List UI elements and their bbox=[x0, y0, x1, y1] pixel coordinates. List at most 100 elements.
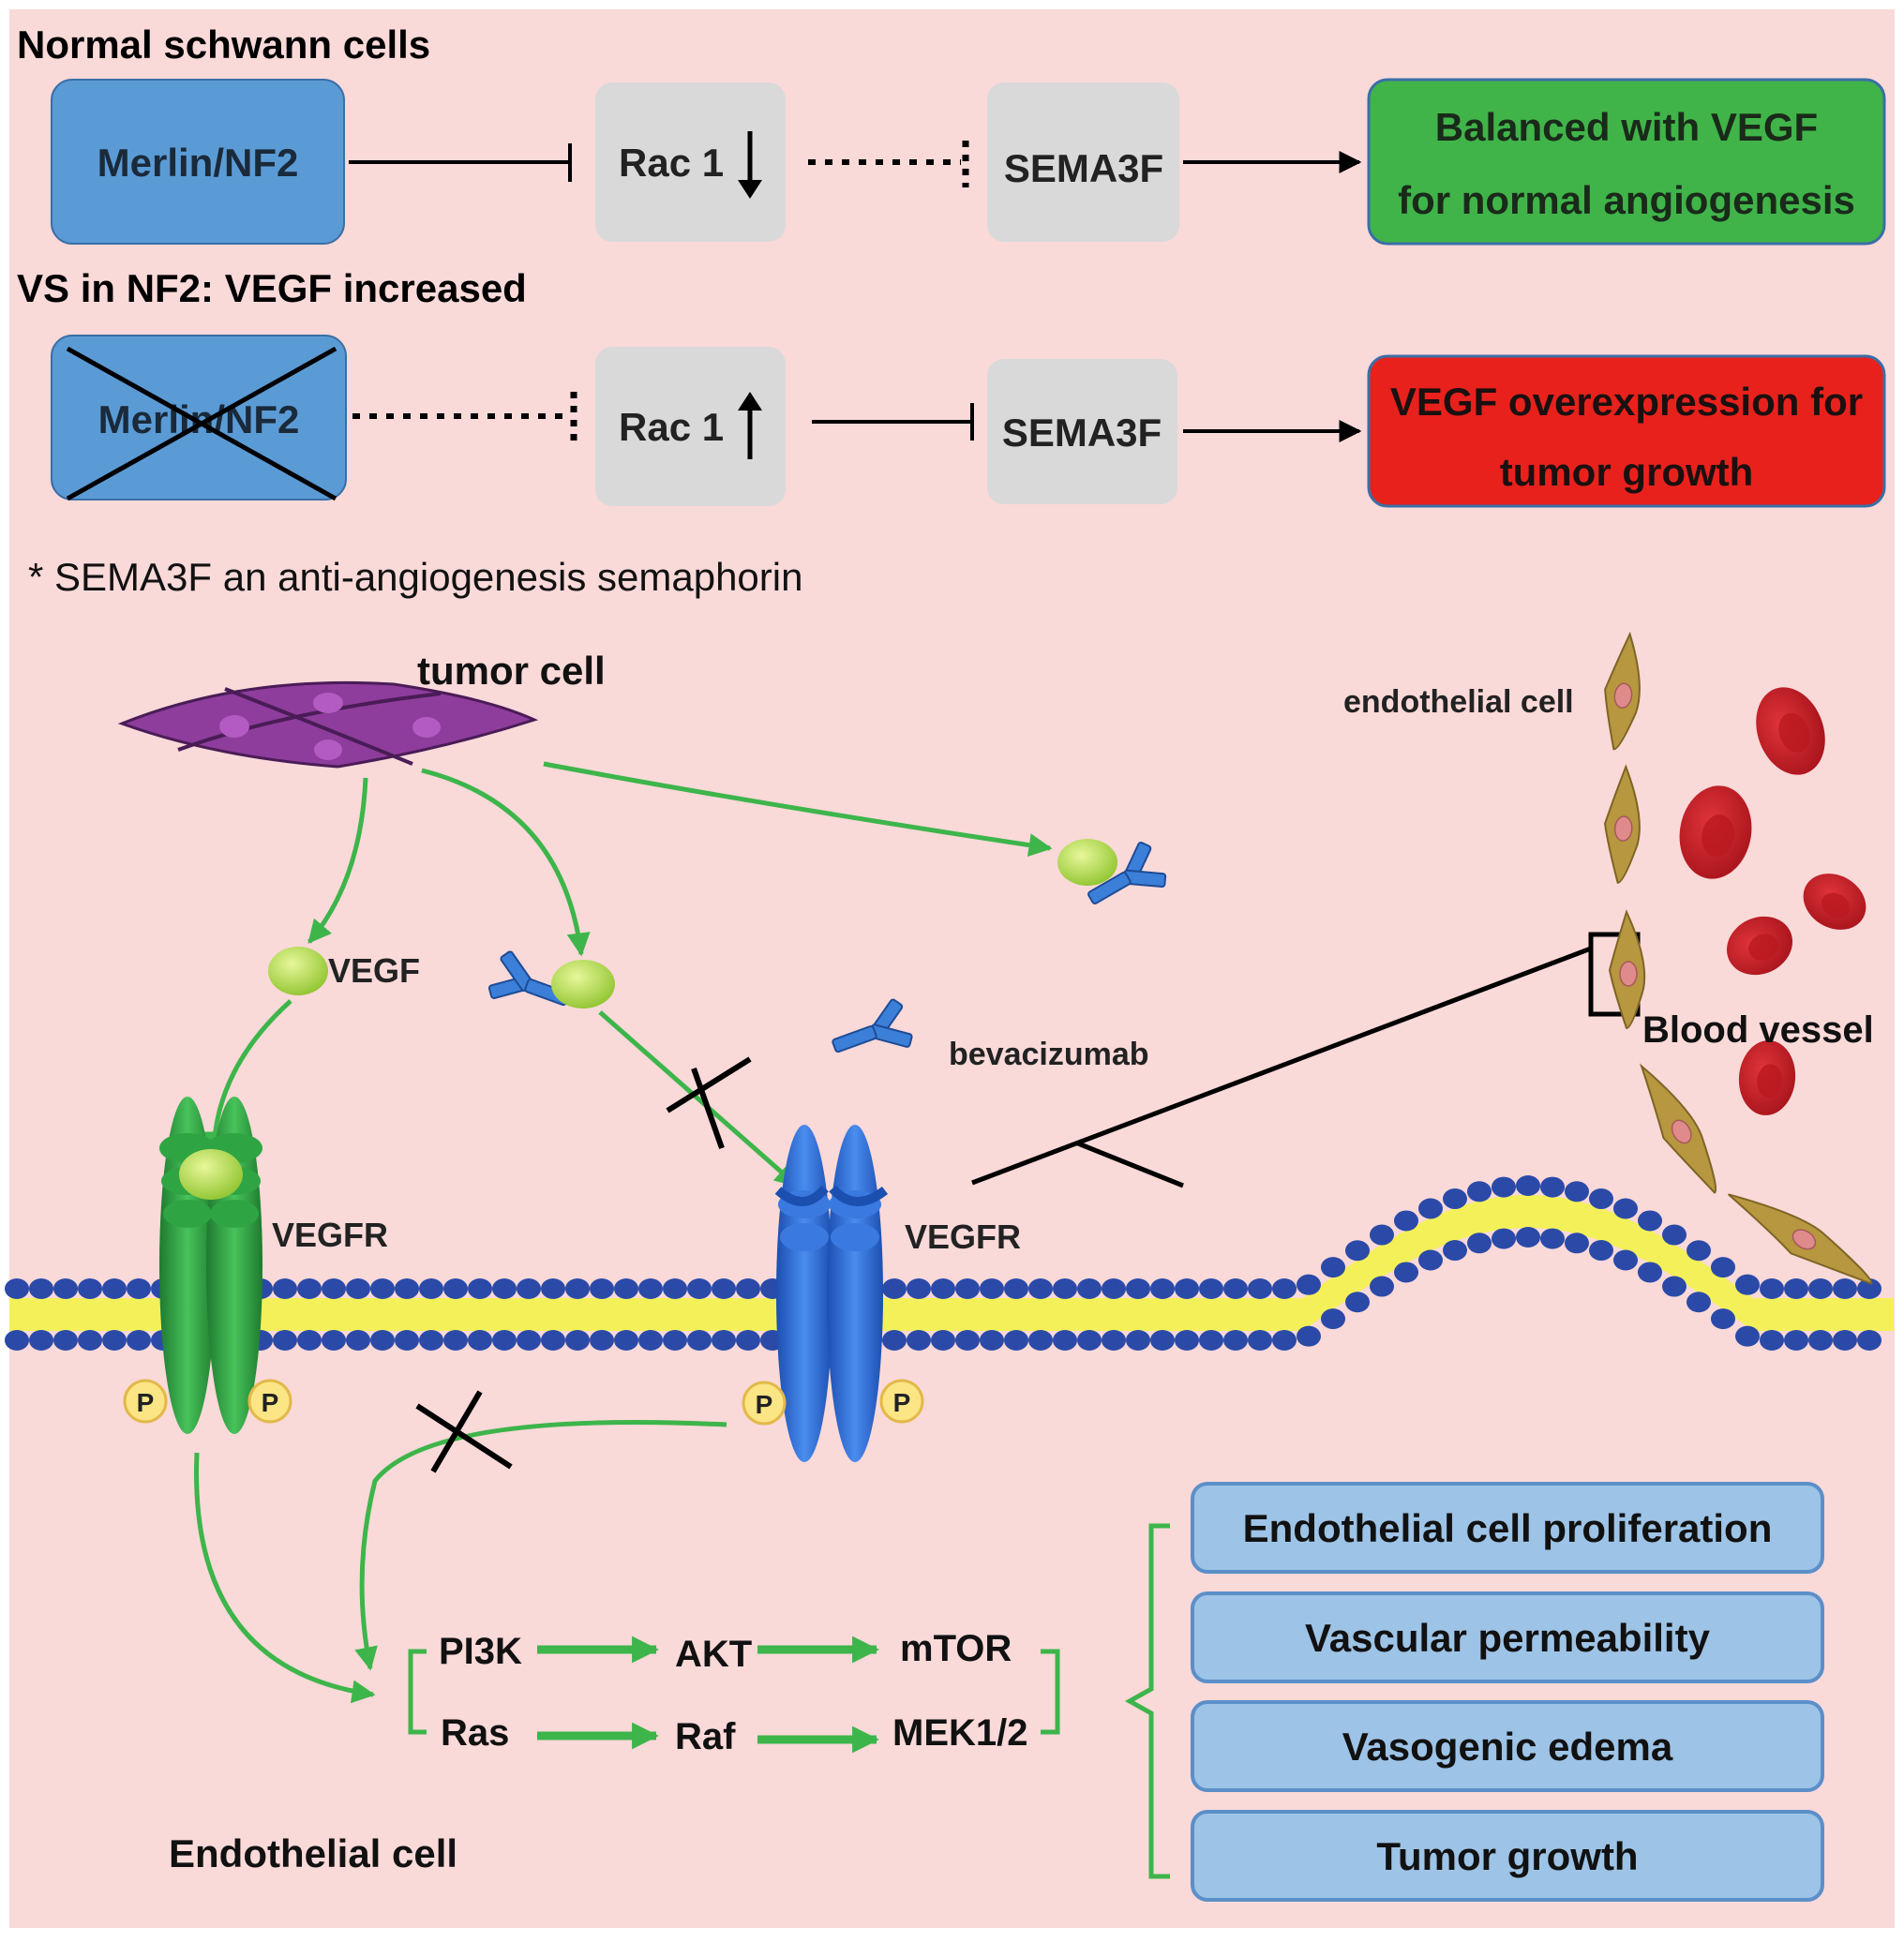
lipid-head bbox=[1004, 1278, 1028, 1299]
outcome-label: Vascular permeability bbox=[1305, 1616, 1711, 1660]
lipid-head bbox=[1004, 1330, 1028, 1351]
lipid-head bbox=[419, 1278, 443, 1299]
lipid-head bbox=[1760, 1330, 1784, 1351]
lipid-head bbox=[712, 1330, 736, 1351]
lipid-head bbox=[1345, 1292, 1370, 1313]
merlin-box-lost bbox=[51, 335, 347, 500]
lipid-head bbox=[443, 1330, 468, 1351]
svg-text:P: P bbox=[262, 1388, 279, 1417]
lipid-head bbox=[1467, 1181, 1492, 1203]
lipid-head bbox=[541, 1278, 565, 1299]
lipid-head bbox=[1711, 1257, 1735, 1278]
cell-membrane bbox=[5, 1175, 1894, 1351]
lipid-head bbox=[1077, 1278, 1102, 1299]
lipid-head bbox=[1589, 1188, 1613, 1210]
lipid-head bbox=[102, 1330, 127, 1351]
lipid-head bbox=[1199, 1330, 1223, 1351]
lipid-head bbox=[1540, 1228, 1565, 1249]
lipid-head bbox=[1418, 1249, 1443, 1271]
lipid-head bbox=[1589, 1240, 1613, 1262]
lipid-head bbox=[1272, 1278, 1297, 1299]
lipid-head bbox=[297, 1330, 322, 1351]
lipid-head bbox=[590, 1278, 614, 1299]
lipid-head bbox=[1272, 1330, 1297, 1351]
vegf-bound-receptor bbox=[179, 1149, 243, 1200]
lipid-head bbox=[1784, 1278, 1808, 1299]
lipid-head bbox=[882, 1278, 907, 1299]
tumor-cell bbox=[117, 680, 539, 769]
lipid-head bbox=[541, 1330, 565, 1351]
raf-label: Raf bbox=[675, 1716, 736, 1757]
lipid-head bbox=[29, 1330, 53, 1351]
pathway-bracket-right bbox=[1041, 1649, 1060, 1735]
lipid-head bbox=[882, 1330, 907, 1351]
lipid-head bbox=[1857, 1330, 1882, 1351]
lipid-head bbox=[1028, 1278, 1053, 1299]
arrow-green-receptor-pathway bbox=[194, 1452, 376, 1704]
lipid-head bbox=[1370, 1224, 1394, 1246]
red-blood-cell bbox=[1756, 687, 1825, 775]
sema3f-label-up: SEMA3F bbox=[1002, 411, 1162, 455]
arrow-blue-receptor-pathway-blocked bbox=[354, 1420, 727, 1671]
lipid-head bbox=[517, 1330, 541, 1351]
vegf-bound-middle bbox=[551, 960, 615, 1008]
merlin-cross-2 bbox=[66, 346, 337, 501]
lipid-head bbox=[1126, 1330, 1150, 1351]
lipid-head bbox=[5, 1278, 29, 1299]
mtor-label: mTOR bbox=[900, 1628, 1012, 1669]
lipid-head bbox=[1516, 1175, 1540, 1196]
lipid-head bbox=[1735, 1274, 1760, 1295]
outcome-box bbox=[1191, 1482, 1824, 1574]
endothelial-cell bbox=[1604, 631, 1641, 751]
lipid-head bbox=[565, 1330, 590, 1351]
lipid-head bbox=[29, 1278, 53, 1299]
lipid-head bbox=[273, 1278, 297, 1299]
lipid-head bbox=[955, 1278, 980, 1299]
vegf-label: VEGF bbox=[328, 951, 420, 990]
lipid-head bbox=[322, 1330, 346, 1351]
normal-schwann-title: Normal schwann cells bbox=[17, 22, 430, 67]
lipid-head bbox=[1857, 1278, 1882, 1299]
arrow-tumor-free-complex bbox=[543, 761, 1053, 858]
svg-text:P: P bbox=[756, 1390, 773, 1419]
lipid-head bbox=[443, 1278, 468, 1299]
lipid-head bbox=[1248, 1278, 1272, 1299]
lipid-head bbox=[1638, 1210, 1662, 1232]
vs-outcome-line2: tumor growth bbox=[1500, 450, 1754, 494]
lipid-head bbox=[1687, 1292, 1711, 1313]
lipid-head bbox=[1467, 1232, 1492, 1254]
phospho-blue-left: P bbox=[742, 1381, 787, 1426]
lipid-head bbox=[53, 1330, 78, 1351]
lipid-head bbox=[1297, 1325, 1321, 1347]
red-blood-cell bbox=[1726, 916, 1793, 976]
lipid-head bbox=[102, 1278, 127, 1299]
lipid-head bbox=[1492, 1176, 1516, 1198]
lipid-head bbox=[1760, 1278, 1784, 1299]
lipid-head bbox=[687, 1278, 712, 1299]
red-blood-cell bbox=[1679, 785, 1752, 879]
lipid-head bbox=[370, 1330, 395, 1351]
lipid-head bbox=[322, 1278, 346, 1299]
lipid-head bbox=[1662, 1276, 1687, 1297]
pi3k-label: PI3K bbox=[439, 1631, 522, 1672]
outcome-label: Vasogenic edema bbox=[1342, 1725, 1673, 1769]
lipid-head bbox=[1565, 1181, 1589, 1203]
mek-label: MEK1/2 bbox=[892, 1712, 1028, 1754]
outcome-box bbox=[1191, 1700, 1824, 1792]
lipid-head bbox=[1443, 1240, 1467, 1262]
phospho-green-right: P bbox=[247, 1379, 292, 1424]
lipid-head bbox=[127, 1330, 151, 1351]
lipid-head bbox=[1053, 1278, 1077, 1299]
vs-nf2-title: VS in NF2: VEGF increased bbox=[17, 266, 527, 310]
lipid-head bbox=[468, 1330, 492, 1351]
outcome-box bbox=[1191, 1810, 1824, 1902]
lipid-head bbox=[1613, 1249, 1638, 1271]
endothelial-cell bbox=[1608, 909, 1646, 1030]
lipid-head bbox=[492, 1330, 517, 1351]
lipid-head bbox=[1102, 1330, 1126, 1351]
arrow-tumor-antibody-complex bbox=[421, 768, 591, 957]
rac1-box-up bbox=[595, 347, 786, 506]
red-blood-cells bbox=[1679, 687, 1867, 1115]
vegf-bound-right bbox=[1057, 839, 1117, 886]
lipid-head bbox=[1638, 1262, 1662, 1283]
